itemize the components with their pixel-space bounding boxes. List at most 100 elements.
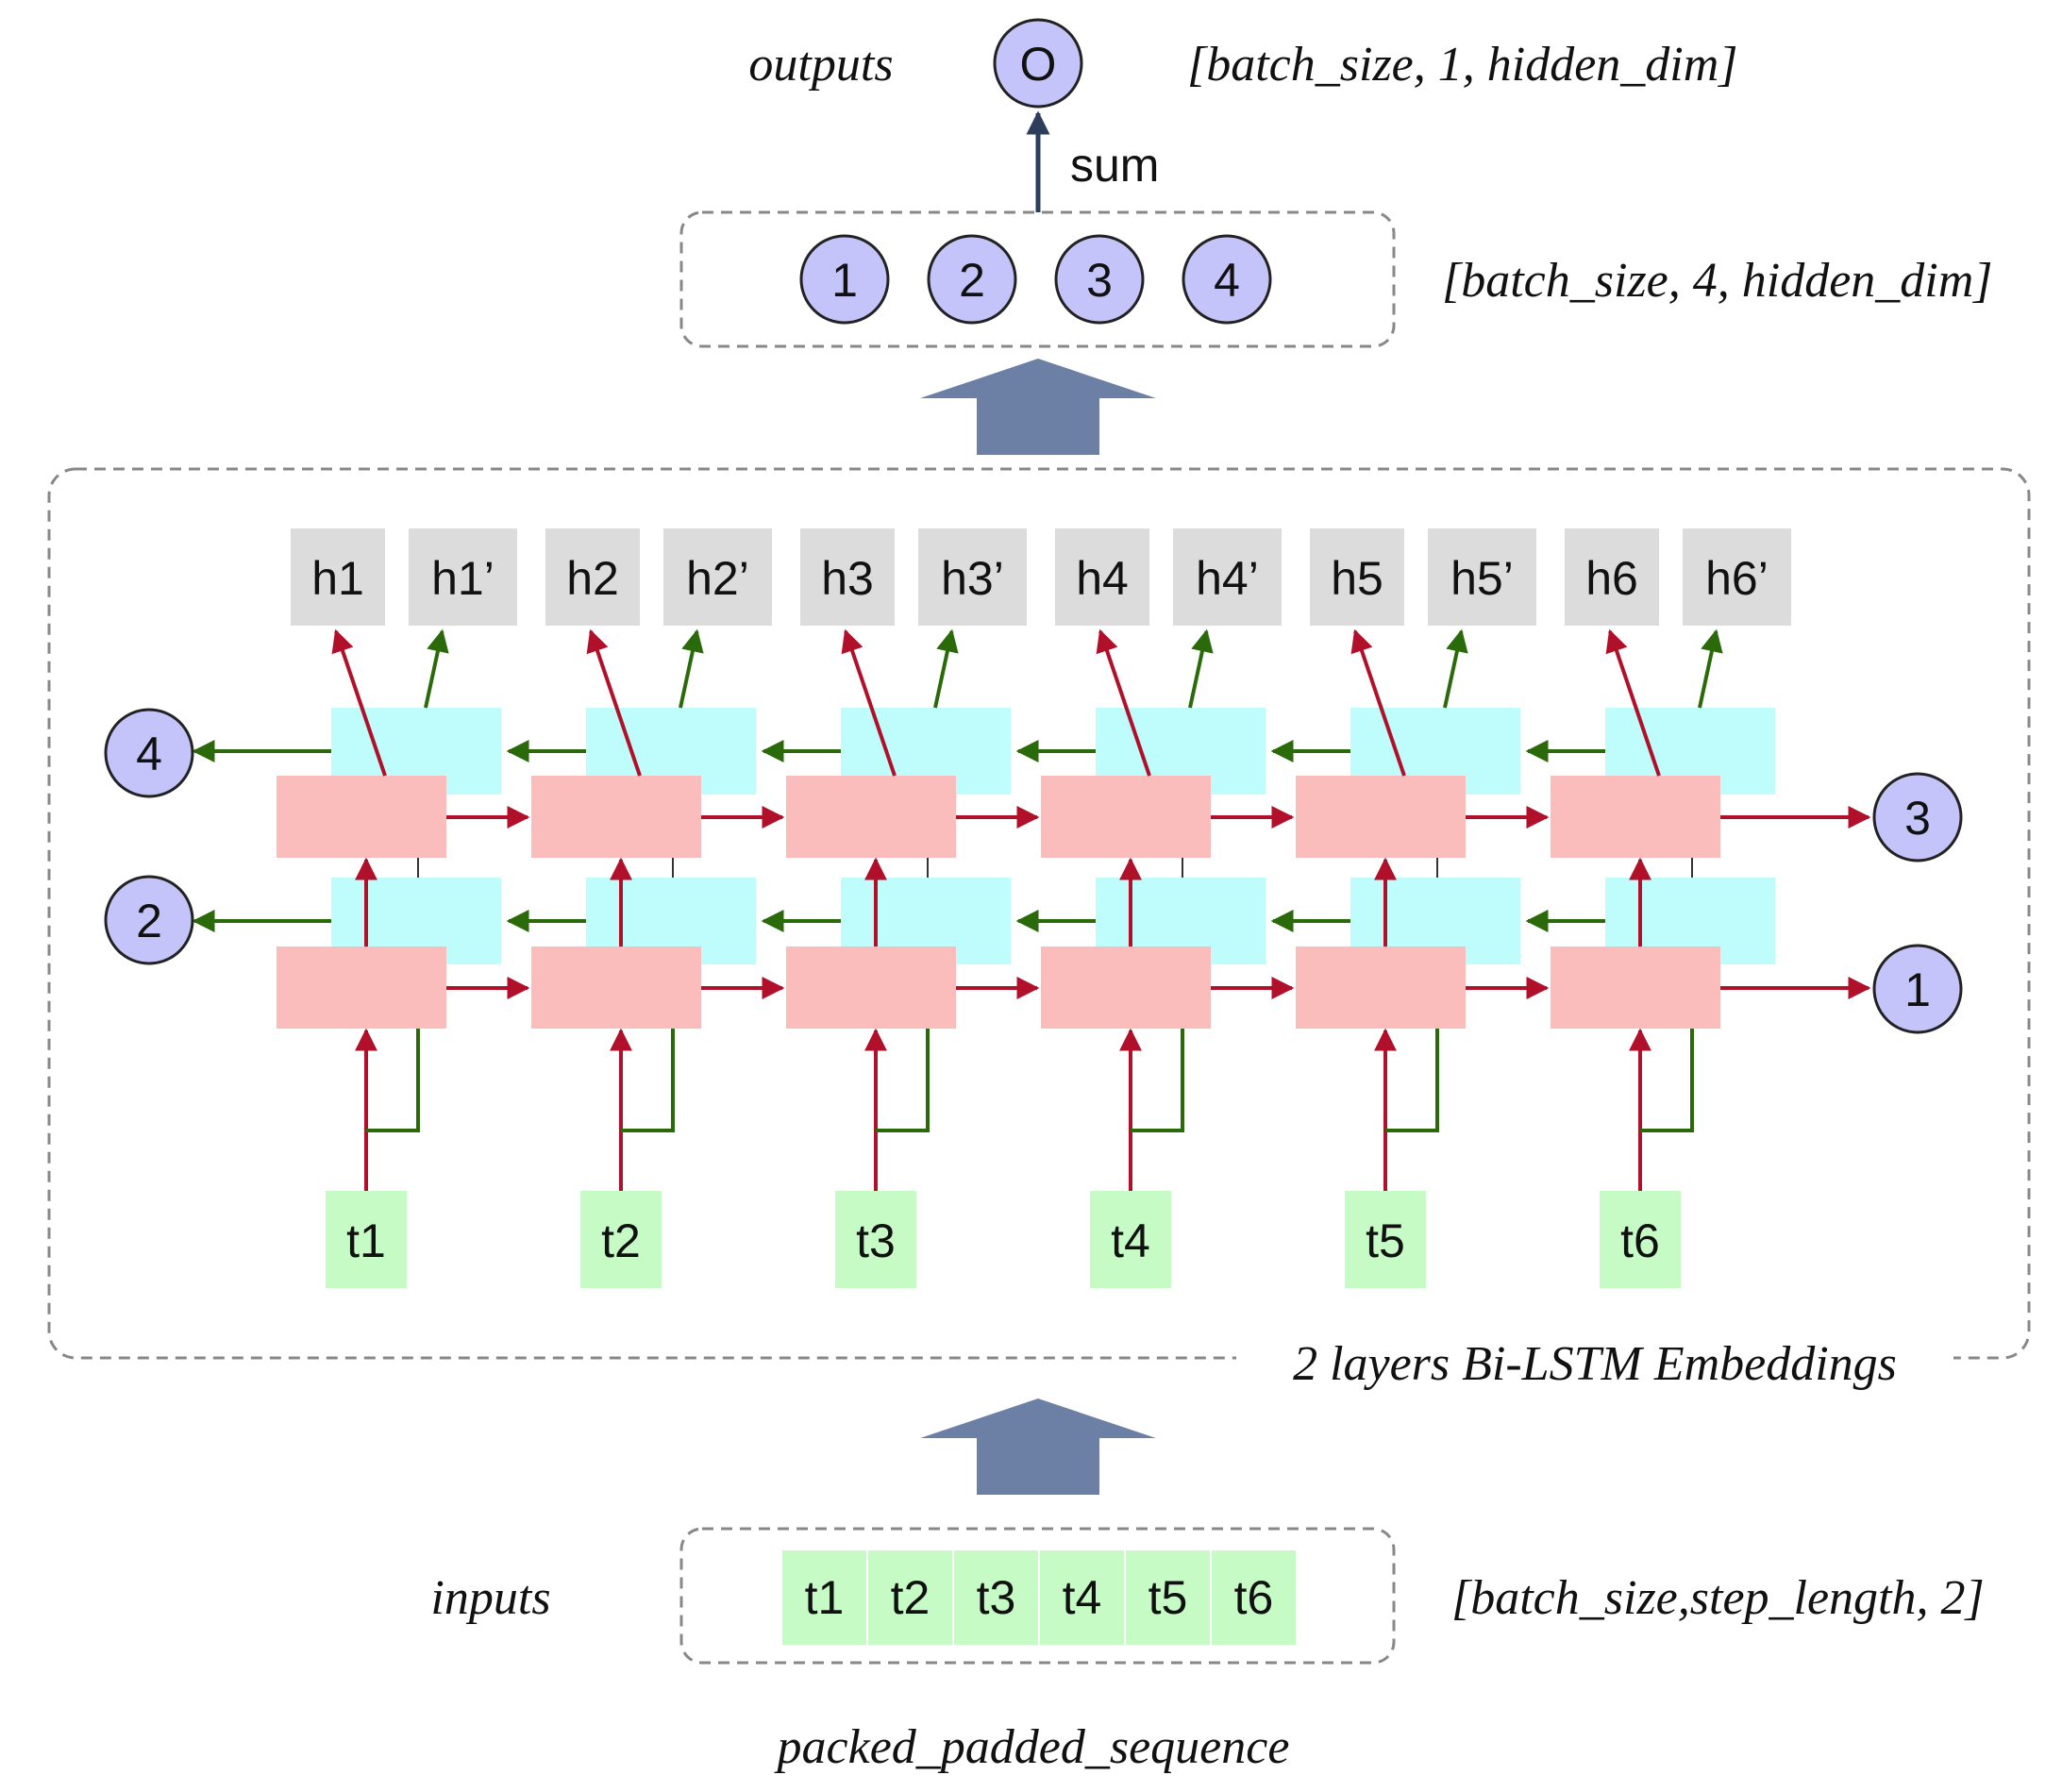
forward-cell-l1-3 <box>786 946 956 1029</box>
input-token-label: t3 <box>977 1571 1016 1624</box>
hidden-output-9: h5 <box>1310 528 1404 626</box>
hidden-output-label: h2 <box>566 552 619 605</box>
state-node-label: 4 <box>1214 254 1240 307</box>
final-state-left-top: 4 <box>104 708 194 798</box>
big-up-arrow-top <box>920 359 1156 455</box>
input-token-strip: t1 t2 t3 t4 t5 t6 <box>782 1550 1296 1645</box>
states-shape: [batch_size, 4, hidden_dim] <box>1442 254 1993 308</box>
state-node-label: 1 <box>831 254 858 307</box>
sum-label: sum <box>1070 139 1159 192</box>
timestep-label: t3 <box>856 1214 896 1267</box>
forward-cell-l2-2 <box>531 776 701 858</box>
backward-hidden-arrow <box>1698 628 1723 709</box>
timestep-token-2: t2 <box>580 1191 662 1288</box>
backward-input-path <box>1131 1029 1184 1132</box>
forward-cell-l2-4 <box>1041 776 1211 858</box>
backward-hidden-arrow <box>424 628 449 709</box>
hidden-output-5: h3 <box>800 528 895 626</box>
state-node-4: 4 <box>1182 234 1272 325</box>
hidden-output-2: h1’ <box>409 528 517 626</box>
forward-cell-l1-4 <box>1041 946 1211 1029</box>
forward-cell-l2-1 <box>277 776 446 858</box>
forward-cell-l1-1 <box>277 946 446 1029</box>
backward-hidden-arrow <box>1188 628 1214 709</box>
hidden-output-7: h4 <box>1055 528 1149 626</box>
forward-cell-l1-2 <box>531 946 701 1029</box>
forward-hidden-arrow <box>841 628 897 777</box>
big-up-arrow-bottom <box>920 1398 1156 1495</box>
timestep-label: t6 <box>1620 1214 1660 1267</box>
hidden-output-6: h3’ <box>918 528 1027 626</box>
forward-hidden-arrow <box>586 628 642 777</box>
inputs-shape: [batch_size,step_length, 2] <box>1451 1571 1985 1625</box>
hidden-output-label: h1’ <box>431 552 495 605</box>
state-node-label: 3 <box>1086 254 1113 307</box>
forward-cell-l2-5 <box>1296 776 1466 858</box>
backward-hidden-arrow <box>933 628 959 709</box>
inputs-label: inputs <box>430 1571 550 1625</box>
final-state-label: 1 <box>1904 963 1931 1016</box>
hidden-output-label: h3’ <box>941 552 1004 605</box>
hidden-output-label: h4’ <box>1196 552 1259 605</box>
timestep-token-4: t4 <box>1090 1191 1171 1288</box>
input-token-label: t4 <box>1063 1571 1102 1624</box>
hidden-output-1: h1 <box>291 528 385 626</box>
state-node-label: 2 <box>959 254 985 307</box>
forward-cell-l1-5 <box>1296 946 1466 1029</box>
final-state-label: 3 <box>1904 792 1931 845</box>
forward-cell-l2-6 <box>1551 776 1720 858</box>
backward-input-path <box>876 1029 930 1132</box>
lstm-grid: h1 h1’ h2 h2’ h3 h3’ h4 h4’ h5 h5’ h6 h6’ t1 t2 t3 t4 t5… <box>192 528 1871 1288</box>
timestep-token-3: t3 <box>835 1191 916 1288</box>
input-token-label: t5 <box>1148 1571 1188 1624</box>
timestep-label: t1 <box>346 1214 386 1267</box>
hidden-output-label: h6’ <box>1705 552 1769 605</box>
output-node-label: O <box>1020 38 1057 91</box>
hidden-output-3: h2 <box>545 528 640 626</box>
hidden-output-label: h4 <box>1076 552 1129 605</box>
hidden-output-label: h3 <box>821 552 874 605</box>
input-token-1: t1 <box>782 1550 866 1645</box>
final-state-right-top: 3 <box>1872 772 1963 863</box>
timestep-token-6: t6 <box>1600 1191 1681 1288</box>
hidden-output-label: h2’ <box>686 552 749 605</box>
timestep-label: t4 <box>1111 1214 1150 1267</box>
backward-input-path <box>621 1029 675 1132</box>
forward-hidden-arrow <box>1350 628 1406 777</box>
output-node: O <box>993 18 1083 109</box>
input-token-2: t2 <box>868 1550 952 1645</box>
final-state-left-bottom: 2 <box>104 875 194 965</box>
timestep-token-1: t1 <box>326 1191 407 1288</box>
input-token-6: t6 <box>1212 1550 1296 1645</box>
backward-input-path <box>1385 1029 1439 1132</box>
input-token-3: t3 <box>954 1550 1038 1645</box>
backward-hidden-arrow <box>1443 628 1468 709</box>
hidden-output-label: h1 <box>311 552 364 605</box>
input-token-label: t6 <box>1234 1571 1274 1624</box>
states-container <box>679 210 1396 348</box>
backward-input-path <box>1640 1029 1694 1132</box>
caption: packed_padded_sequence <box>774 1720 1290 1774</box>
final-state-right-bottom: 1 <box>1872 944 1963 1034</box>
forward-hidden-arrow <box>1096 628 1151 777</box>
final-state-label: 2 <box>136 895 162 947</box>
forward-cell-l2-3 <box>786 776 956 858</box>
input-token-label: t2 <box>891 1571 930 1624</box>
hidden-output-8: h4’ <box>1173 528 1282 626</box>
forward-cell-l1-6 <box>1551 946 1720 1029</box>
hidden-output-10: h5’ <box>1428 528 1536 626</box>
outputs-label: outputs <box>748 38 893 92</box>
backward-hidden-arrow <box>679 628 704 709</box>
final-state-label: 4 <box>136 728 162 780</box>
hidden-output-label: h6 <box>1585 552 1638 605</box>
hidden-output-label: h5’ <box>1450 552 1514 605</box>
input-token-4: t4 <box>1040 1550 1124 1645</box>
hidden-output-label: h5 <box>1331 552 1383 605</box>
hidden-output-12: h6’ <box>1683 528 1791 626</box>
timestep-label: t5 <box>1366 1214 1405 1267</box>
forward-hidden-arrow <box>331 628 387 777</box>
input-token-5: t5 <box>1126 1550 1210 1645</box>
state-node-1: 1 <box>799 234 890 325</box>
hidden-output-11: h6 <box>1565 528 1659 626</box>
state-node-2: 2 <box>927 234 1017 325</box>
